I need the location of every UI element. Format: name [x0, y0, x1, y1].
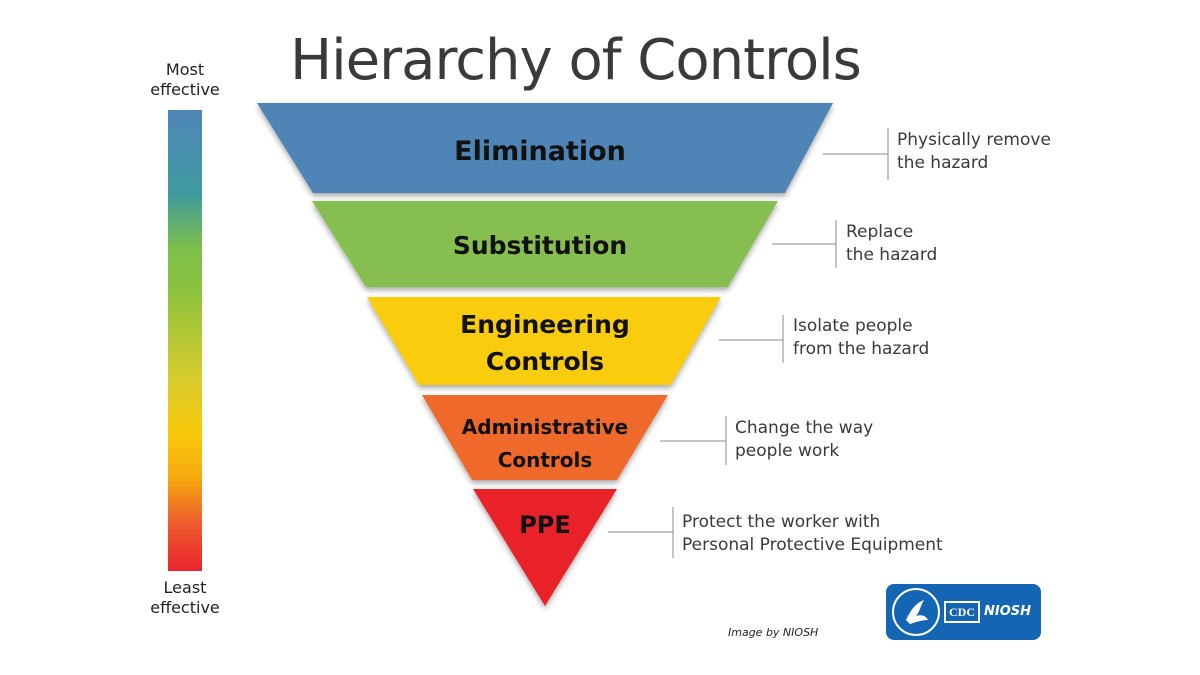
tier-elimination-label: Elimination [454, 136, 626, 167]
niosh-logo-text: NIOSH [984, 604, 1032, 619]
connector-lines [608, 128, 889, 558]
cdc-niosh-logo: CDC NIOSH [886, 584, 1041, 640]
tier-administrative-controls [422, 395, 668, 480]
tier-engineering-label-line2: Controls [486, 347, 604, 376]
effectiveness-gradient-bar [168, 110, 202, 571]
tier-substitution [312, 201, 778, 287]
hhs-seal-icon [892, 588, 940, 636]
tier-elimination [257, 103, 833, 193]
tier-engineering-label-line1: Engineering [460, 310, 630, 339]
tier-ppe [473, 489, 617, 606]
tier-substitution-label: Substitution [453, 231, 627, 260]
description-substitution: Replace the hazard [846, 222, 938, 265]
diagram-title: Hierarchy of Controls [290, 28, 862, 93]
cdc-logo-text: CDC [944, 601, 980, 623]
description-engineering: Isolate people from the hazard [793, 316, 930, 359]
image-credit: Image by NIOSH [728, 626, 819, 639]
description-ppe: Protect the worker with Personal Protect… [682, 512, 943, 555]
tier-administrative-label-line1: Administrative [462, 415, 628, 439]
scale-bottom-label: Least effective [150, 578, 220, 617]
description-elimination: Physically remove the hazard [897, 130, 1051, 173]
scale-top-label: Most effective [150, 60, 220, 99]
tier-engineering-controls [367, 297, 721, 385]
description-administrative: Change the way people work [735, 418, 874, 461]
tier-administrative-label-line2: Controls [498, 448, 593, 472]
tier-ppe-label: PPE [519, 511, 571, 539]
